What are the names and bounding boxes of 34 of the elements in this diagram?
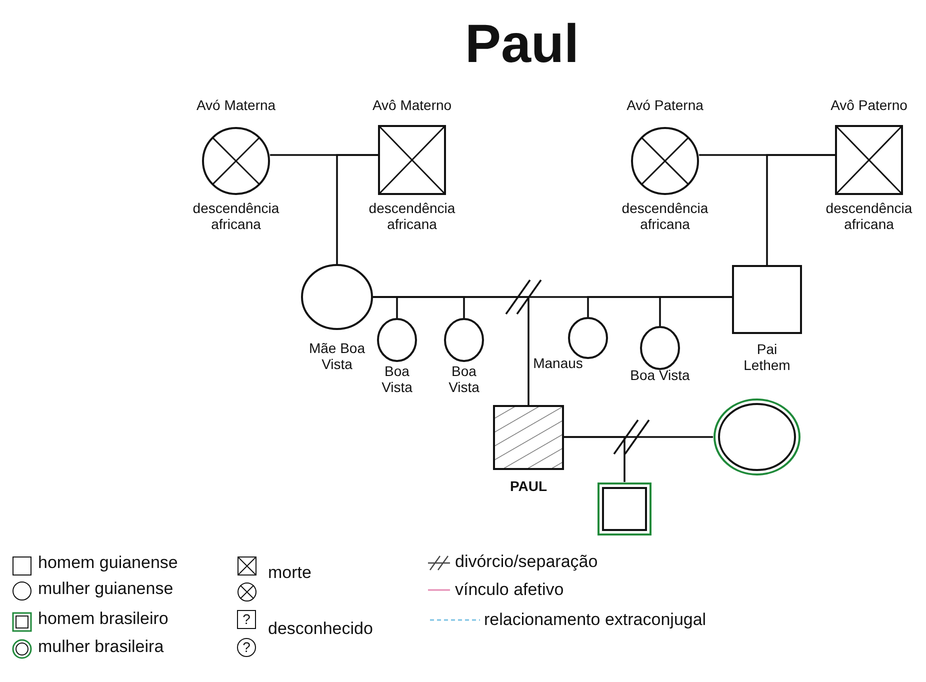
- unknown-male-symbol: ?: [237, 610, 256, 629]
- person-label: Boa Vista: [629, 367, 691, 383]
- person-label: descendência africana: [620, 200, 710, 232]
- legend-text: homem brasileiro: [38, 609, 168, 629]
- legend-text: divórcio/separação: [455, 552, 598, 572]
- person-label: Pai Lethem: [742, 341, 792, 373]
- legend-text: desconhecido: [268, 619, 373, 639]
- legend-text: morte: [268, 563, 312, 583]
- descent-line: [766, 154, 835, 265]
- brazilian-female-circle: [713, 398, 801, 476]
- unknown-female-symbol: ?: [237, 638, 256, 657]
- person-label: descendência africana: [368, 200, 456, 232]
- person-label: PAUL: [508, 478, 548, 494]
- legend-text: relacionamento extraconjugal: [484, 610, 706, 630]
- descent-line: [336, 154, 378, 264]
- person-label: Manaus: [532, 355, 584, 371]
- title: Paul: [465, 14, 580, 74]
- legend-text: mulher brasileira: [38, 637, 164, 657]
- person-label: Boa Vista: [448, 363, 480, 395]
- descent-line: [659, 296, 732, 326]
- person-label: Boa Vista: [380, 363, 414, 395]
- person-name: Avô Materno: [371, 97, 453, 113]
- brazilian-male-square: [597, 482, 652, 536]
- person-name: Avô Paterno: [830, 97, 908, 113]
- legend-text: vínculo afetivo: [455, 580, 564, 600]
- person-name: Avó Materna: [195, 97, 277, 113]
- person-label: descendência africana: [824, 200, 914, 232]
- descent-line: [373, 296, 530, 405]
- descent-line: [564, 436, 626, 482]
- person-label: descendência africana: [192, 200, 280, 232]
- person-label: Mãe Boa Vista: [308, 340, 366, 372]
- legend-text: mulher guianense: [38, 579, 174, 599]
- person-name: Avó Paterna: [626, 97, 704, 113]
- legend-text: homem guianense: [38, 553, 178, 573]
